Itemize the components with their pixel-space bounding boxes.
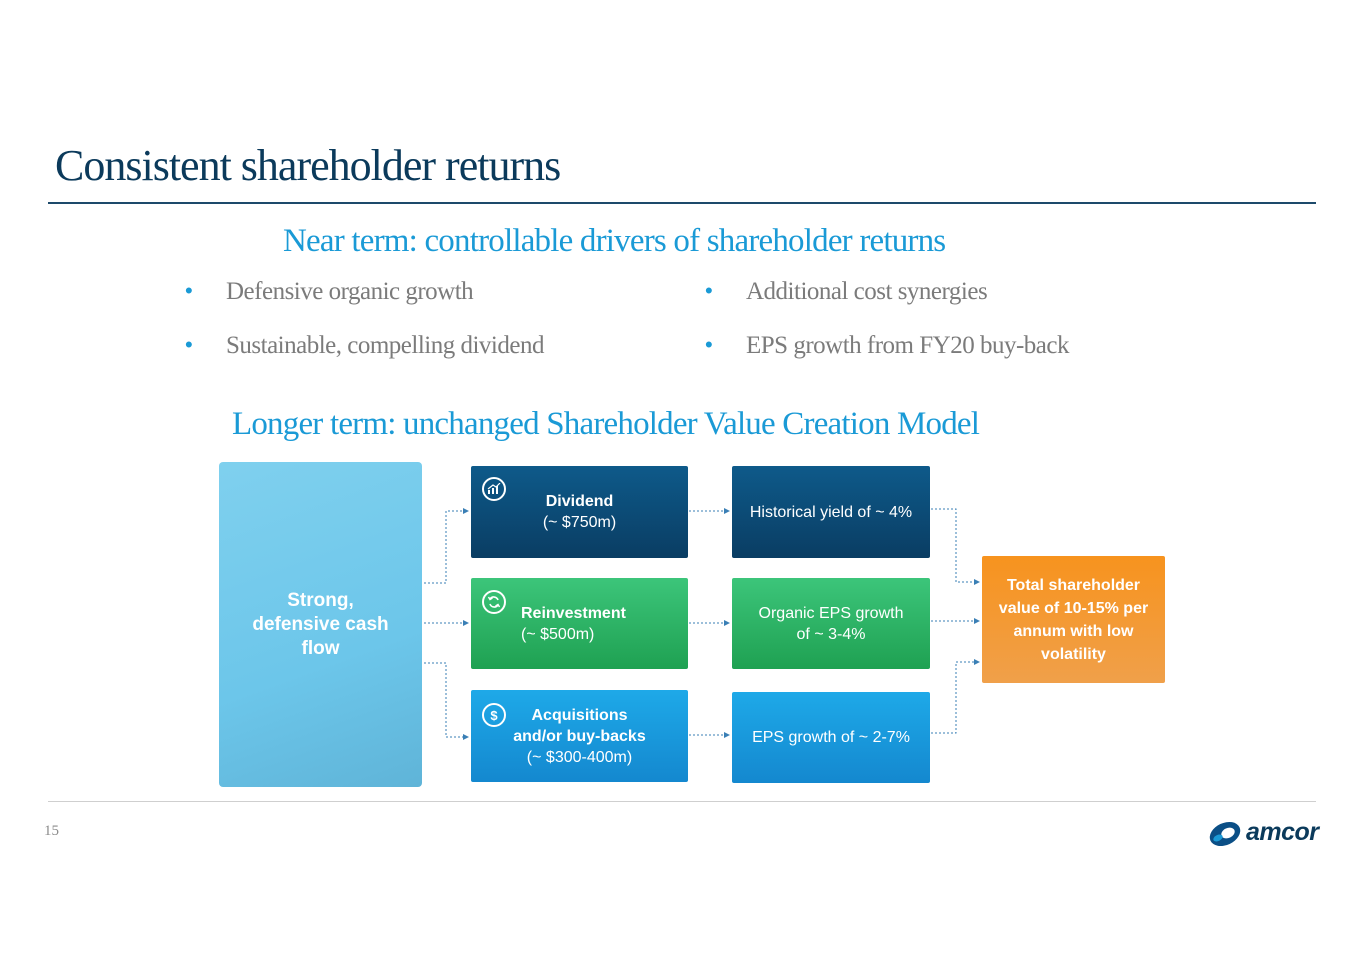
box-line: flow — [301, 637, 340, 659]
eps-growth-box: EPS growth of ~ 2-7% — [732, 692, 930, 783]
box-line: value of 10-15% per — [998, 599, 1149, 617]
box-line: Dividend — [545, 493, 614, 510]
amcor-logo-mark-icon — [1209, 821, 1241, 847]
bullet-text: EPS growth from FY20 buy-back — [746, 332, 1069, 359]
box-line: defensive cash — [252, 613, 389, 635]
title-divider — [48, 202, 1316, 204]
connector-source-to-acquisitions — [424, 662, 469, 740]
box-line: (~ $300-400m) — [526, 748, 633, 766]
box-line: EPS growth of ~ 2-7% — [752, 729, 910, 746]
longer-term-heading: Longer term: unchanged Shareholder Value… — [232, 406, 980, 442]
organic-eps-box: Organic EPS growth of ~ 3-4% — [732, 578, 930, 669]
bullet-dot: • — [185, 278, 193, 303]
box-line: and/or buy-backs — [513, 727, 646, 745]
box-line: Historical yield of ~ 4% — [749, 503, 913, 521]
dividend-box: Dividend (~ $750m) — [471, 466, 688, 558]
bullet-text: Additional cost synergies — [746, 278, 988, 305]
historical-yield-box: Historical yield of ~ 4% — [732, 466, 930, 558]
bullet-dot: • — [705, 278, 713, 303]
box-line: volatility — [1041, 645, 1106, 663]
logo-text: amcor — [1246, 818, 1319, 846]
box-line: Organic EPS growth — [758, 604, 904, 622]
box-line: (~ $500m) — [521, 625, 595, 643]
connector-eps-to-total — [931, 659, 980, 734]
bullet-item: • EPS growth from FY20 buy-back — [705, 332, 1185, 364]
connector-yield-to-total — [931, 508, 980, 585]
footer-divider — [48, 801, 1316, 802]
box-line: Acquisitions — [531, 706, 628, 724]
bullet-dot: • — [185, 332, 193, 357]
bullet-item: • Defensive organic growth — [185, 278, 665, 310]
source-cash-flow-box: Strong, defensive cash flow — [219, 462, 422, 787]
refresh-cycle-icon — [482, 590, 506, 614]
dollar-icon: $ — [482, 703, 506, 727]
slide-title: Consistent shareholder returns — [55, 141, 561, 190]
box-line: (~ $750m) — [542, 514, 617, 531]
bullet-item: • Sustainable, compelling dividend — [185, 332, 665, 364]
bullet-dot: • — [705, 332, 713, 357]
box-line: Reinvestment — [521, 604, 626, 622]
box-line: of ~ 3-4% — [796, 625, 866, 643]
acquisitions-box: $ Acquisitions and/or buy-backs (~ $300-… — [471, 690, 688, 782]
reinvestment-box: Reinvestment (~ $500m) — [471, 578, 688, 669]
box-line: Strong, — [287, 589, 354, 611]
connector-source-to-dividend — [424, 508, 469, 584]
total-shareholder-value-box: Total shareholder value of 10-15% per an… — [982, 556, 1165, 683]
bullet-text: Defensive organic growth — [226, 278, 474, 305]
near-term-heading: Near term: controllable drivers of share… — [283, 223, 946, 259]
page-number: 15 — [44, 823, 59, 839]
box-line: Total shareholder — [1006, 576, 1141, 594]
box-line: annum with low — [1013, 622, 1134, 640]
amcor-logo: amcor — [1206, 816, 1319, 852]
bullet-text: Sustainable, compelling dividend — [226, 332, 544, 359]
growth-chart-icon — [482, 477, 506, 501]
bullet-item: • Additional cost synergies — [705, 278, 1185, 310]
